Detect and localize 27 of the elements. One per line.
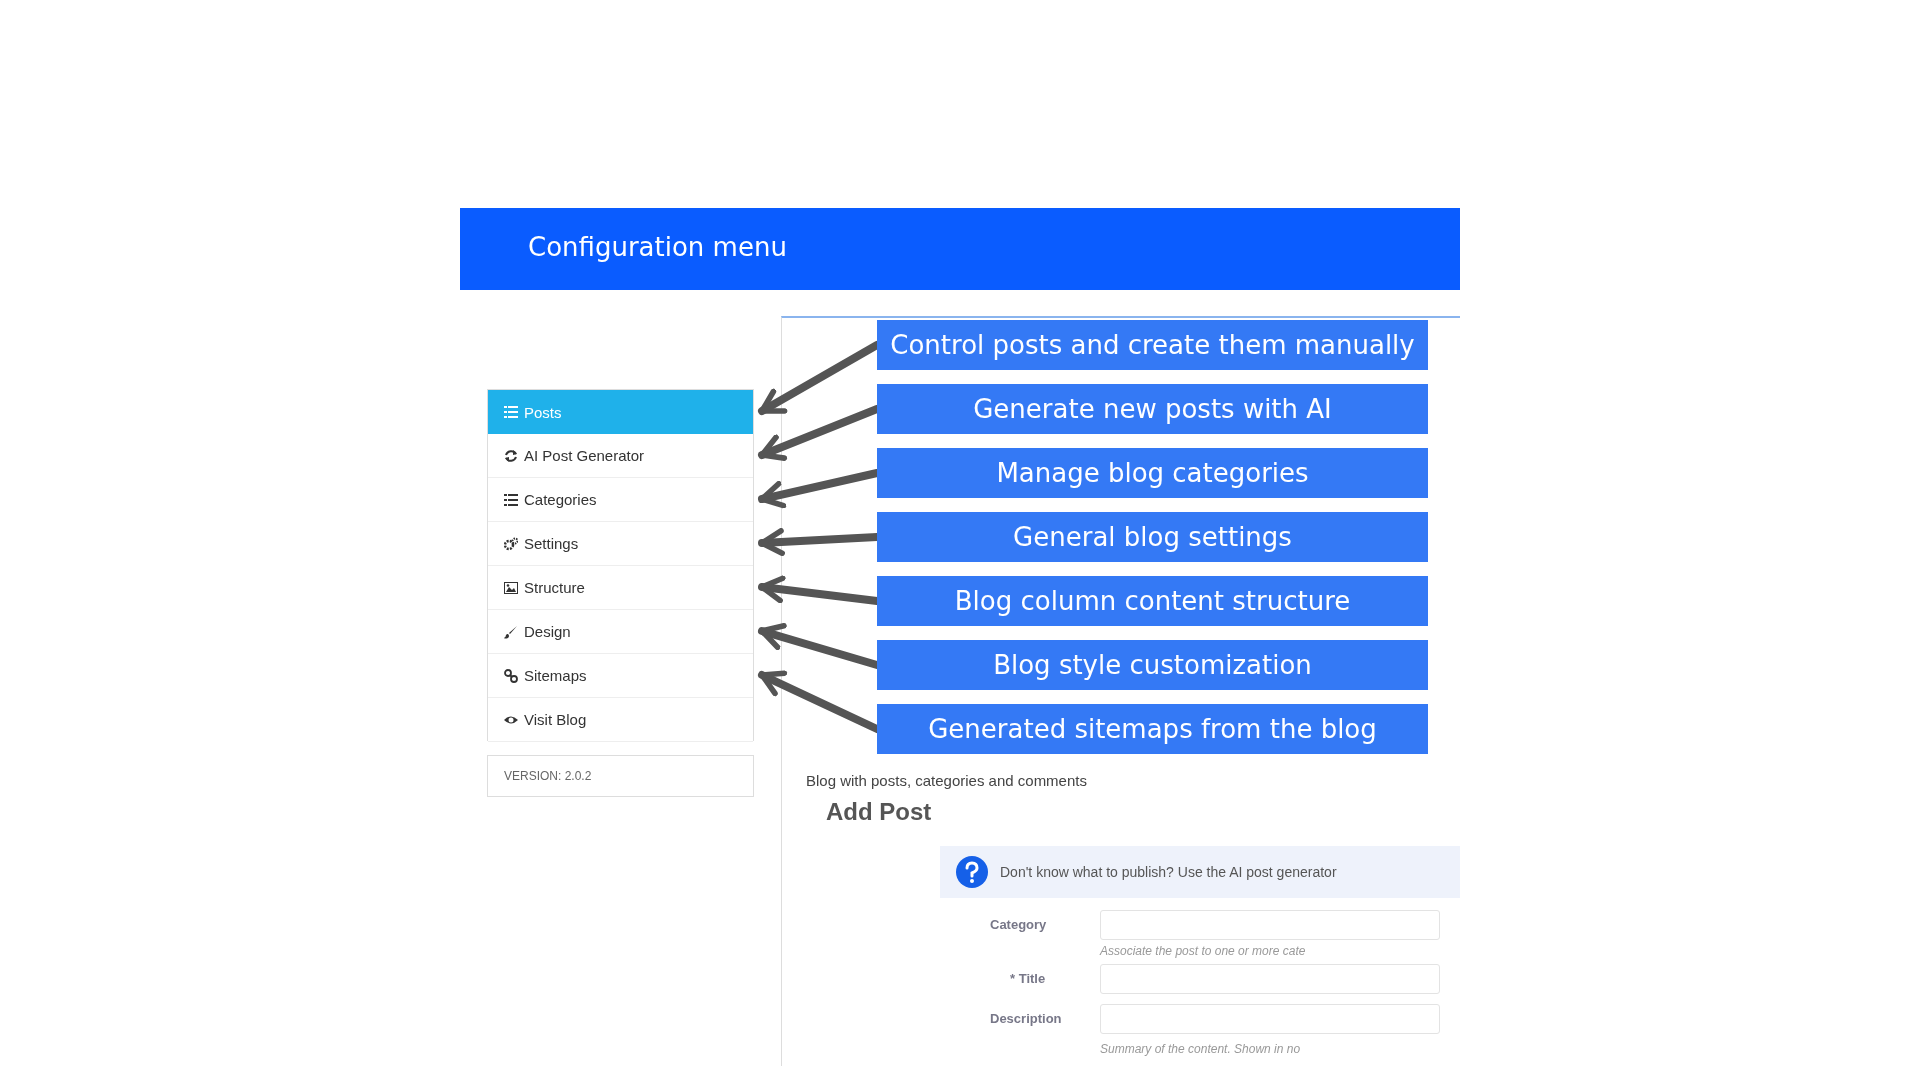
notice-text: Don't know what to publish? Use the AI post generator (1000, 864, 1337, 880)
menu-item-text: Structure (524, 579, 585, 596)
callout-box: General blog settings (877, 512, 1428, 562)
menu-item (488, 390, 753, 434)
field-label: Category (990, 917, 1047, 932)
menu-item-text: Sitemaps (524, 667, 587, 684)
field-label: * Title (1010, 971, 1046, 986)
menu-item-text: Posts (524, 403, 562, 421)
help-text: Summary of the content. Shown in no (1100, 1042, 1301, 1056)
callout-box: Generate new posts with AI (877, 384, 1428, 434)
page-heading: Add Post (826, 798, 932, 826)
menu-panel (487, 389, 754, 741)
callout-box: Generated sitemaps from the blog (877, 704, 1428, 754)
menu-item-text: Design (524, 623, 571, 640)
callout-box: Control posts and create them manually (877, 320, 1428, 370)
menu-item-text: Categories (524, 491, 597, 508)
menu-item-text: Settings (524, 535, 579, 552)
title-bar: Configuration menu (460, 208, 1460, 290)
menu-item-text: Visit Blog (524, 711, 587, 728)
field-label: Description (990, 1011, 1062, 1026)
callout-box: Blog column content structure (877, 576, 1428, 626)
version-info: VERSION: 2.0.2 (487, 755, 754, 797)
help-text: Associate the post to one or more cate (1100, 944, 1306, 958)
intro-text: Blog with posts, categories and comments (806, 772, 1087, 789)
menu-item-text: AI Post Generator (524, 447, 645, 464)
callout-box: Blog style customization (877, 640, 1428, 690)
callout-box: Manage blog categories (877, 448, 1428, 498)
